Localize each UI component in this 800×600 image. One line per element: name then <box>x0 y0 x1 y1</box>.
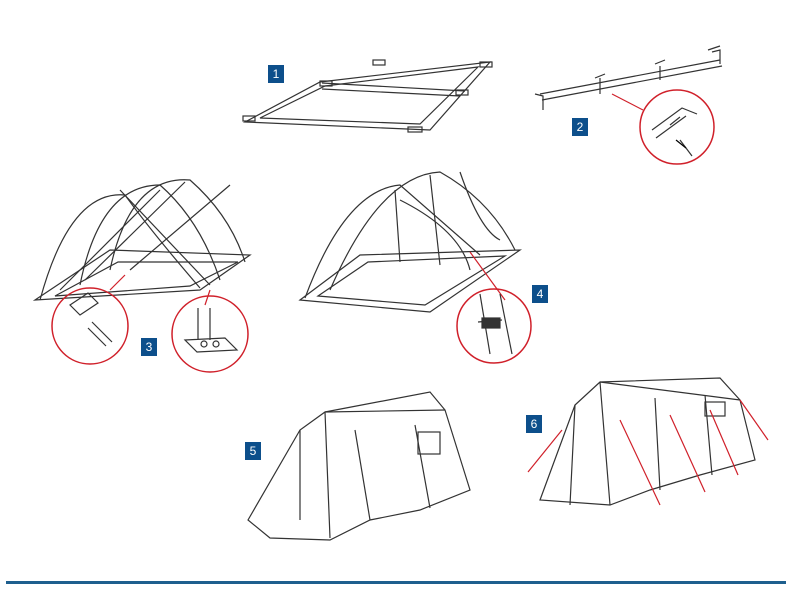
step-3-arch-frame <box>32 179 252 373</box>
step-badge-1: 1 <box>268 65 284 83</box>
step-badge-5: 5 <box>245 442 261 460</box>
step-6-guyed-tent <box>527 377 769 506</box>
step-badge-4: 4 <box>532 285 548 303</box>
step-badge-3: 3 <box>141 338 157 356</box>
step-badge-6: 6 <box>526 415 542 433</box>
footer-divider <box>6 581 786 584</box>
step-5-covered-tent <box>247 391 471 541</box>
step-4-inner-tent <box>298 171 532 364</box>
step-badge-2: 2 <box>572 118 588 136</box>
step-1-floor-frame <box>242 59 493 133</box>
step-2-ridge-pole <box>534 45 723 165</box>
